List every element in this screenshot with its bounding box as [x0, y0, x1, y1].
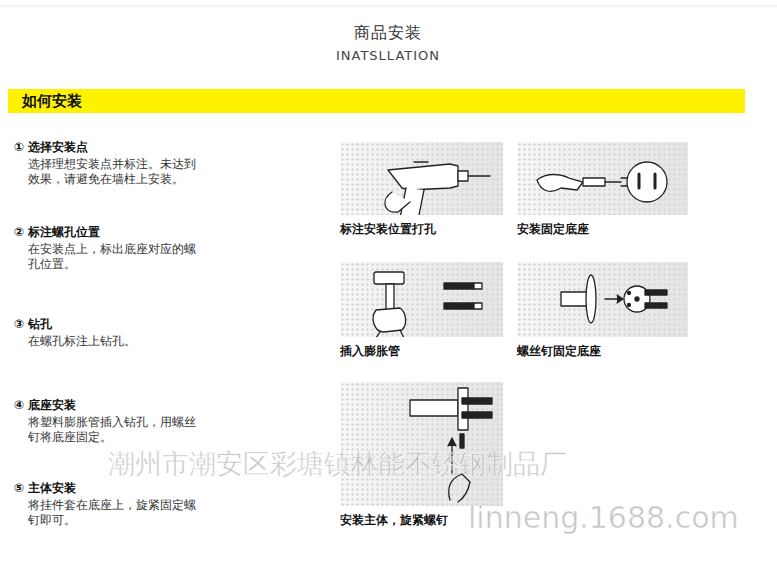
panel-caption: 螺丝钉固定底座 — [517, 344, 601, 359]
step-heading: ⑤ 主体安装 — [14, 480, 76, 497]
step-body: 将塑料膨胀管插入钻孔，用螺丝钉将底座固定。 — [28, 415, 200, 445]
install-illustration — [340, 382, 503, 506]
panel-caption: 安装固定底座 — [517, 222, 589, 237]
step-heading: ④ 底座安装 — [14, 397, 76, 414]
step-body: 在安装点上，标出底座对应的螺孔位置。 — [28, 242, 200, 272]
install-illustration — [340, 142, 503, 215]
panel-caption: 插入膨胀管 — [340, 344, 400, 359]
step-body: 将挂件套在底座上，旋紧固定螺钉即可。 — [28, 498, 200, 528]
install-illustration — [517, 262, 688, 337]
page-title: 商品安装 — [354, 23, 422, 44]
page-subtitle: INATSLLATION — [336, 48, 440, 63]
step-heading: ① 选择安装点 — [14, 139, 88, 156]
step-body: 选择理想安装点并标注。未达到效果，请避免在墙柱上安装。 — [28, 157, 200, 187]
step-heading: ② 标注螺孔位置 — [14, 224, 100, 241]
illustration-panel: 安装固定底座 — [517, 142, 688, 215]
watermark: linneng.1688.com — [468, 500, 739, 535]
header-band: 如何安装 — [8, 89, 745, 113]
illustration-panel: 插入膨胀管 — [340, 262, 503, 337]
watermark: 潮州市潮安区彩塘镇林能不锈钢制品厂 — [108, 446, 567, 482]
illustration-panel: 螺丝钉固定底座 — [517, 262, 688, 337]
band-text: 如何安装 — [22, 92, 82, 111]
step-heading: ③ 钻孔 — [14, 316, 52, 333]
panel-caption: 标注安装位置打孔 — [340, 222, 436, 237]
install-illustration — [517, 142, 688, 215]
illustration-panel: 安装主体，旋紧螺钉 — [340, 382, 503, 506]
install-illustration — [340, 262, 503, 337]
panel-caption: 安装主体，旋紧螺钉 — [340, 513, 448, 528]
illustration-panel: 标注安装位置打孔 — [340, 142, 503, 215]
step-body: 在螺孔标注上钻孔。 — [28, 334, 200, 349]
